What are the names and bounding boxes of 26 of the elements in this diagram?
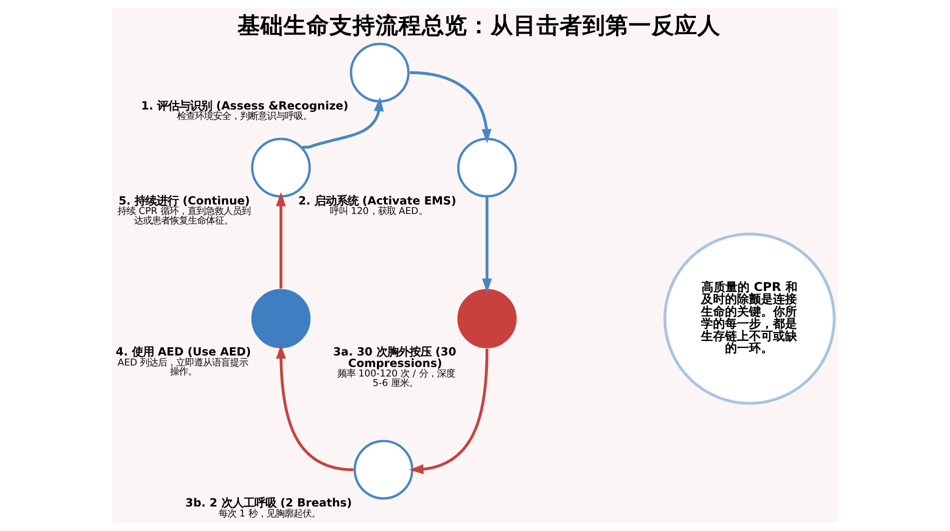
node-label: 4. 使用 AED (Use AED): [116, 345, 252, 358]
node-circle: [350, 42, 410, 102]
node-circle: 高质量的 CPR 和及时的除颤是连接生命的关键。你所学的每一步，都是生存链上不可或缺的一环。: [663, 232, 836, 405]
node-label: 检查环境安全，判断意识与呼吸。: [176, 111, 312, 122]
arrow: [409, 348, 488, 474]
node-label: 频率 100-120 次 / 分，深度 5-6 厘米。: [337, 368, 455, 389]
node-label: 呼叫 120，获取 AED。: [330, 206, 428, 218]
node-label: 每次 1 秒，见胸廓起伏。: [218, 508, 320, 520]
arrow: [276, 192, 286, 289]
arrow: [482, 196, 492, 293]
arrow: [301, 97, 384, 150]
node-circle: [251, 289, 311, 348]
arrow: [276, 344, 354, 472]
diagram-title: 基础生命支持流程总览：从目击者到第一反应人: [237, 12, 720, 39]
node-label: 持续 CPR 循环，直到急救人员到达或患者恢复生命体征。: [118, 206, 250, 227]
node-label: 1. 评估与识别 (Assess &Recognize): [141, 99, 348, 112]
arrow: [410, 71, 492, 144]
node-label: AED 列达后，立即遵从语盲提示操作。: [118, 357, 248, 378]
node-circle: [457, 289, 517, 348]
node-circle: [251, 138, 311, 198]
node-label: 2. 启动系统 (Activate EMS): [298, 194, 456, 208]
node-circle: [354, 440, 414, 500]
node-label: 3a. 30 次胸外按压 (30 Compressions): [333, 345, 456, 370]
node-label: 3b. 2 次人工呼吸 (2 Breaths): [185, 496, 352, 510]
node-circle: [457, 138, 517, 198]
node-label: 5. 持续进行 (Continue): [118, 194, 250, 208]
